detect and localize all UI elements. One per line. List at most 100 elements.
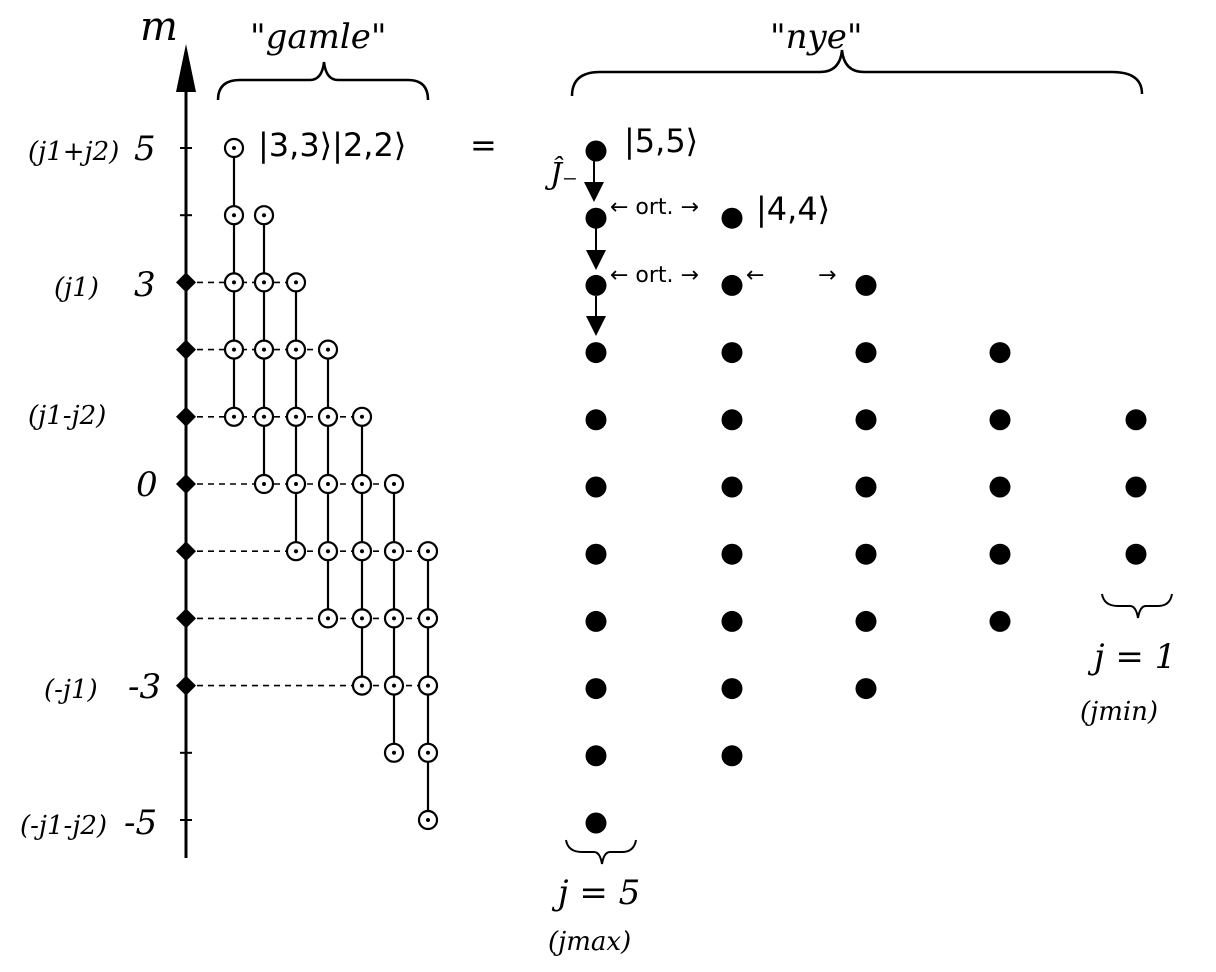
old-basis-state-dot bbox=[232, 347, 236, 352]
axis-diamond bbox=[176, 541, 196, 562]
old-basis-state-dot bbox=[392, 683, 396, 688]
old-basis-state-dot bbox=[426, 683, 430, 688]
tick-note-minus-j1-minus-j2: (-j1-j2) bbox=[20, 811, 107, 841]
old-basis-state-dot bbox=[326, 347, 330, 352]
tick-value-minus-3: -3 bbox=[128, 667, 161, 707]
old-basis-state-dot bbox=[392, 549, 396, 554]
new-basis-state bbox=[989, 543, 1011, 565]
new-basis-state bbox=[989, 409, 1011, 431]
old-basis-state-dot bbox=[360, 683, 364, 688]
old-basis-state-dot bbox=[232, 146, 236, 150]
new-basis-state bbox=[585, 543, 607, 565]
old-basis-state-dot bbox=[392, 616, 396, 621]
axis-diamond bbox=[176, 406, 196, 427]
state-5-5: |5,5⟩ bbox=[624, 122, 698, 160]
axis-diamond bbox=[176, 474, 196, 494]
new-basis-state bbox=[1125, 476, 1147, 498]
new-basis-state bbox=[721, 207, 743, 229]
old-basis-state-dot bbox=[262, 213, 266, 218]
ort-label-row-3: ← ort. → bbox=[610, 263, 699, 288]
old-basis-state-dot bbox=[326, 482, 330, 486]
old-basis-state-dot bbox=[392, 750, 396, 755]
new-basis-title: "nye" bbox=[770, 17, 863, 57]
ort-arrow-right: → bbox=[818, 263, 836, 288]
new-basis-state bbox=[1125, 409, 1147, 431]
new-basis-state bbox=[585, 678, 607, 700]
old-basis-state-dot bbox=[294, 280, 298, 285]
new-basis-state bbox=[721, 745, 743, 767]
new-basis-state bbox=[585, 274, 607, 296]
old-basis-state-dot bbox=[262, 482, 266, 486]
old-basis-state-dot bbox=[262, 347, 266, 352]
old-basis-state-dot bbox=[294, 549, 298, 554]
old-basis-state-dot bbox=[294, 414, 298, 419]
new-basis-state bbox=[1125, 543, 1147, 565]
new-basis-state bbox=[585, 745, 607, 767]
new-basis-state bbox=[721, 610, 743, 632]
state-4-4: |4,4⟩ bbox=[756, 190, 830, 228]
old-basis-state-dot bbox=[326, 616, 330, 621]
tick-note-minus-j1: (-j1) bbox=[44, 675, 98, 705]
old-basis-state-dot bbox=[360, 549, 364, 554]
new-basis-state bbox=[989, 476, 1011, 498]
new-basis-state bbox=[989, 342, 1011, 364]
lowering-operator: Ĵ₋ bbox=[544, 156, 578, 192]
new-basis-state bbox=[585, 140, 607, 162]
new-basis-state bbox=[855, 274, 877, 296]
new-basis-state bbox=[585, 476, 607, 498]
new-basis-state bbox=[721, 342, 743, 364]
jmax-brace bbox=[565, 839, 637, 865]
tick-note-j1-minus-j2: (j1-j2) bbox=[28, 401, 106, 431]
old-basis-state-dot bbox=[360, 482, 364, 486]
new-basis-state bbox=[721, 543, 743, 565]
new-basis-state bbox=[721, 274, 743, 296]
new-basis-state bbox=[585, 409, 607, 431]
old-basis-state-dot bbox=[232, 280, 236, 285]
axis-diamond bbox=[176, 272, 196, 293]
jmin-label: j = 1 bbox=[1087, 637, 1176, 677]
old-basis-state-dot bbox=[426, 549, 430, 554]
tick-value-5: 5 bbox=[134, 129, 156, 169]
tick-value-3: 3 bbox=[134, 265, 156, 305]
old-basis-state-dot bbox=[232, 213, 236, 218]
tick-value-minus-5: -5 bbox=[124, 803, 157, 843]
old-basis-state-dot bbox=[360, 616, 364, 621]
new-basis-state bbox=[855, 342, 877, 364]
tick-value-0: 0 bbox=[136, 465, 158, 505]
new-basis-state bbox=[585, 342, 607, 364]
new-basis-state bbox=[855, 476, 877, 498]
old-basis-state-dot bbox=[262, 280, 266, 285]
new-basis-state bbox=[585, 610, 607, 632]
axis-diamond bbox=[176, 675, 196, 696]
new-basis-state bbox=[721, 409, 743, 431]
generated-marks bbox=[176, 137, 1147, 834]
jmax-sub: (jmax) bbox=[548, 927, 631, 957]
old-basis-state-dot bbox=[326, 414, 330, 419]
axis-diamond bbox=[176, 608, 196, 629]
new-basis-state bbox=[721, 476, 743, 498]
axis-diamond bbox=[176, 339, 196, 360]
old-basis-state-dot bbox=[232, 414, 236, 419]
old-basis-state-dot bbox=[426, 818, 430, 822]
old-basis-state-dot bbox=[426, 750, 430, 755]
old-basis-title: "gamle" bbox=[250, 17, 387, 57]
new-basis-state bbox=[585, 207, 607, 229]
old-basis-brace bbox=[216, 61, 430, 101]
old-top-state: |3,3⟩|2,2⟩ bbox=[258, 126, 406, 164]
tick-note-j1-plus-j2: (j1+j2) bbox=[28, 137, 119, 167]
new-basis-state bbox=[855, 678, 877, 700]
old-basis-state-dot bbox=[294, 347, 298, 352]
new-basis-state bbox=[855, 610, 877, 632]
new-basis-state bbox=[585, 812, 607, 834]
old-basis-state-dot bbox=[360, 414, 364, 419]
old-basis-state-dot bbox=[262, 414, 266, 419]
new-basis-state bbox=[989, 610, 1011, 632]
ort-label-row-4: ← ort. → bbox=[610, 195, 699, 220]
jmin-sub: (jmin) bbox=[1080, 697, 1158, 727]
m-axis-label: m bbox=[140, 4, 178, 50]
old-basis-state-dot bbox=[326, 549, 330, 554]
tick-note-j1: (j1) bbox=[54, 273, 99, 303]
equals-sign: = bbox=[470, 126, 497, 164]
